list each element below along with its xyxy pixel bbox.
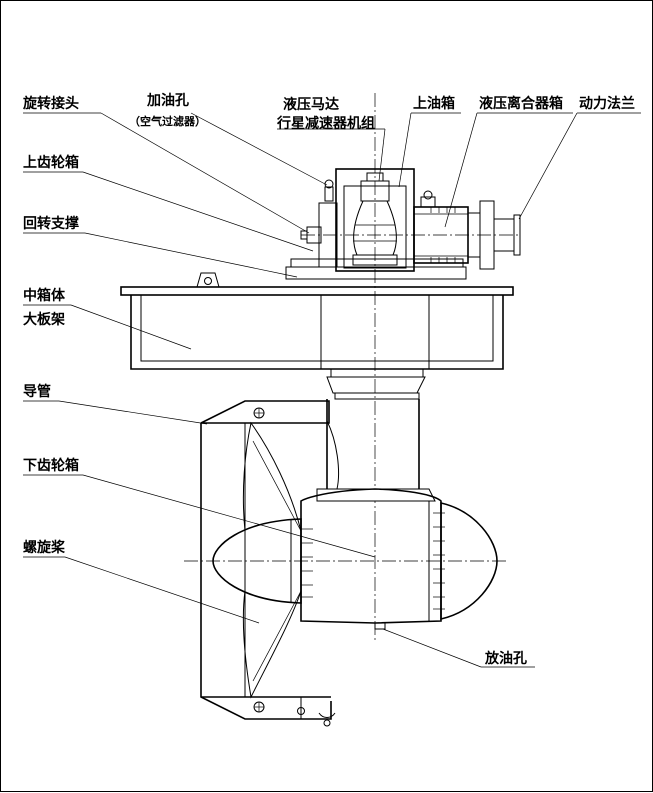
- propeller-hub-cone: [212, 518, 302, 604]
- label-planetary-reducer: 行星减速器机组: [276, 115, 375, 132]
- middle-box-body: [130, 295, 504, 370]
- top-plate: [120, 286, 514, 296]
- label-upper-oil-tank: 上油箱: [413, 95, 455, 112]
- label-oil-filler: 加油孔: [146, 92, 189, 109]
- propeller-blade: [242, 421, 302, 699]
- label-rotary-joint: 旋转接头: [22, 95, 79, 112]
- label-middle-box: 中箱体: [23, 287, 66, 304]
- lower-gearbox-body: [300, 488, 442, 624]
- power-flange: [513, 214, 521, 256]
- label-power-flange: 动力法兰: [579, 95, 635, 112]
- clutch-top-fitting: [420, 196, 436, 208]
- propeller: [242, 421, 302, 699]
- tail-cone: [440, 501, 498, 621]
- upper-machinery: [285, 168, 521, 280]
- rotary-joint-tip: [300, 230, 308, 240]
- middle-box-frame: [120, 272, 514, 370]
- label-large-plate-frame: 大板架: [23, 311, 65, 328]
- lower-slewing: [326, 368, 426, 400]
- label-hydraulic-clutch: 液压离合器箱: [479, 95, 563, 112]
- lower-gearbox: [212, 488, 498, 630]
- gearbox-ribs: [301, 512, 445, 610]
- left-housing-side: [318, 202, 338, 268]
- label-duct: 导管: [23, 383, 51, 400]
- leader-lines: [23, 112, 641, 668]
- lifting-lug: [196, 272, 220, 288]
- reducer-base: [352, 254, 398, 266]
- duct-bottom-hook: [318, 712, 336, 718]
- label-upper-gearbox: 上齿轮箱: [23, 154, 79, 171]
- label-hydraulic-motor: 液压马达: [283, 96, 339, 113]
- label-drain-hole: 放油孔: [484, 650, 527, 667]
- label-propeller: 螺旋桨: [23, 539, 66, 556]
- strut-tube: [326, 399, 420, 489]
- drain-hole: [374, 623, 386, 630]
- upper-base: [285, 266, 467, 280]
- lower-bearing-plate: [330, 368, 424, 378]
- label-slewing-bearing: 回转支撑: [23, 215, 79, 232]
- label-oil-filler-sub: （空气过滤器）: [129, 114, 206, 128]
- lower-bearing-ring: [326, 376, 426, 394]
- label-lower-gearbox: 下齿轮箱: [23, 457, 79, 474]
- upper-oil-tank-inner: [343, 185, 407, 269]
- hydraulic-motor-top: [366, 172, 384, 181]
- duct-outline: [200, 423, 332, 720]
- strut-inner-curve: [326, 420, 340, 490]
- middle-box-inner: [140, 295, 494, 362]
- oil-filler-cap: [324, 186, 334, 202]
- duct-top-bracket: [200, 400, 330, 424]
